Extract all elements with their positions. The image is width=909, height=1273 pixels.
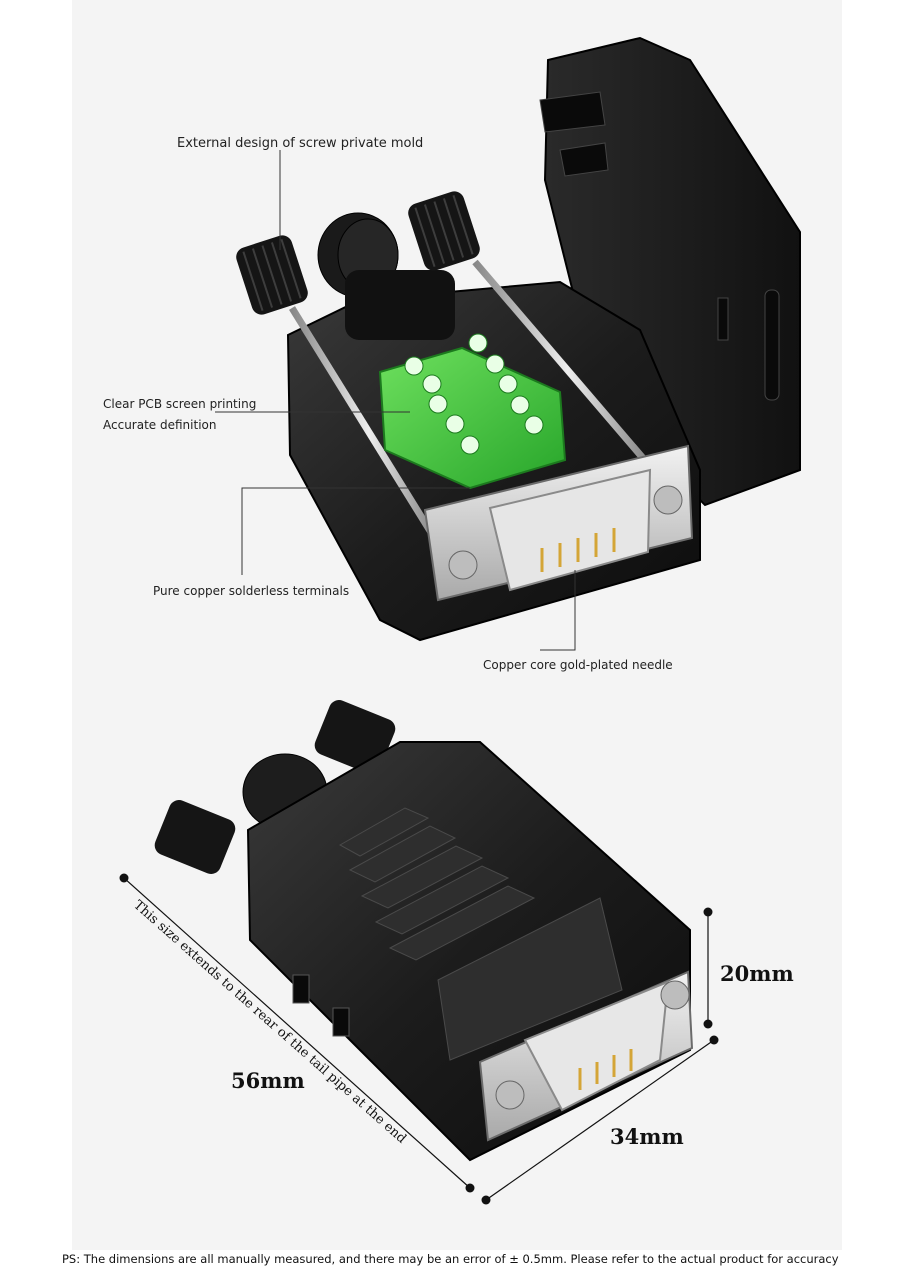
- dimension-height: 20mm: [720, 961, 794, 986]
- callout-needle: Copper core gold-plated needle: [483, 658, 673, 672]
- lid-latch-slot: [539, 91, 606, 133]
- thumbscrew-right: [408, 191, 480, 271]
- dimension-lines: [123, 877, 715, 1201]
- callout-pcb-line2: Accurate definition: [103, 418, 216, 432]
- jack-screw: [448, 485, 683, 580]
- footnote: PS: The dimensions are all manually meas…: [62, 1252, 839, 1266]
- thumbscrew-left: [236, 235, 308, 315]
- closed-connector: [119, 700, 719, 1205]
- callout-lines: [215, 150, 576, 651]
- side-slot: [332, 1007, 350, 1037]
- callout-pcb-line1: Clear PCB screen printing: [103, 397, 256, 411]
- dimension-endpoints: [119, 873, 719, 1205]
- dimension-length: 56mm: [231, 1068, 305, 1093]
- gold-pins: [578, 1049, 633, 1090]
- terminal-block: [378, 333, 567, 490]
- guide-rod-left: [289, 306, 448, 557]
- db9-socket: [488, 468, 652, 592]
- grip-ribs: [338, 807, 623, 1061]
- lid-rib: [764, 289, 780, 401]
- gold-pins: [540, 528, 616, 572]
- lid-latch-slot: [559, 142, 609, 177]
- cable-grommet: [317, 212, 455, 340]
- housing-lid: [543, 36, 801, 507]
- guide-rod-right: [472, 259, 663, 481]
- dimension-width: 34mm: [610, 1124, 684, 1149]
- jack-screw: [495, 980, 690, 1110]
- open-connector: [215, 36, 801, 651]
- side-slot: [292, 974, 310, 1004]
- db9-socket: [523, 980, 670, 1112]
- lid-rib: [717, 297, 729, 341]
- housing-closed: [246, 741, 691, 1162]
- callout-terminals: Pure copper solderless terminals: [153, 584, 349, 598]
- callout-external-design: External design of screw private mold: [177, 136, 423, 151]
